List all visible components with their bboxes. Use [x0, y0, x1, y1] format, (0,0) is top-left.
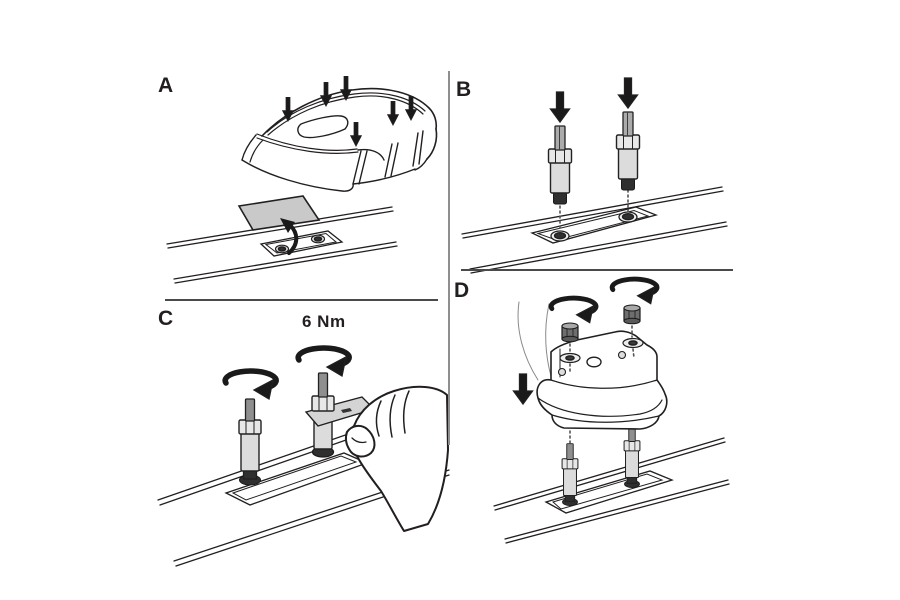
mounting-hole — [274, 244, 290, 254]
panel-b-illustration — [461, 77, 728, 274]
panel-d-label: D — [454, 279, 470, 302]
leader-line — [545, 303, 552, 377]
foot-bracket — [536, 330, 668, 430]
down-arrow-icon — [617, 77, 639, 109]
mounting-hole — [310, 234, 326, 244]
panel-a-label: A — [158, 74, 174, 97]
mounting-stud-hex — [311, 372, 335, 412]
bracket-oval-hole — [586, 356, 602, 368]
lock-nut — [623, 304, 641, 325]
mounting-stud — [615, 111, 641, 191]
panel-divider-vertical — [448, 71, 450, 445]
mounting-hole — [618, 211, 638, 223]
mounting-stud — [238, 398, 262, 486]
panel-a-illustration — [166, 75, 438, 284]
down-arrow-icon — [512, 373, 534, 405]
panel-d-illustration — [493, 279, 730, 544]
rotation-arrow-icon — [551, 298, 596, 323]
hand-with-wrench — [344, 385, 449, 532]
leader-line — [517, 301, 539, 381]
panel-divider-horizontal-left — [165, 299, 438, 301]
washer — [559, 352, 581, 364]
bracket-screw — [617, 350, 627, 360]
torque-spec-label: 6 Nm — [302, 312, 346, 331]
rotation-arrow-icon — [298, 348, 349, 376]
rotation-arrow-icon — [612, 279, 657, 304]
mounting-stud — [547, 125, 573, 205]
car-roof-drawing — [241, 75, 438, 192]
rail-cover-plate — [237, 195, 321, 231]
panel-c-illustration — [157, 348, 450, 567]
alignment-dashed-line — [569, 325, 635, 445]
roof-rail — [493, 437, 725, 507]
down-arrow-icon — [350, 121, 362, 147]
mounting-hole — [550, 230, 570, 242]
down-arrow-icon — [549, 91, 571, 123]
wrench-plate-slot — [341, 408, 352, 413]
panel-c-label: C — [158, 307, 174, 330]
down-arrow-icon — [387, 100, 399, 126]
lock-nut — [561, 322, 579, 343]
rotation-arrow-icon — [225, 371, 276, 399]
down-arrow-icon — [340, 75, 352, 101]
panel-b-label: B — [456, 78, 472, 101]
lift-arrow-icon — [280, 218, 299, 255]
panel-divider-horizontal-right — [461, 269, 733, 271]
bracket-screw — [557, 367, 567, 377]
rail-cover-removal-drawing — [166, 195, 398, 284]
washer — [622, 337, 644, 349]
roof-rail — [461, 186, 723, 235]
